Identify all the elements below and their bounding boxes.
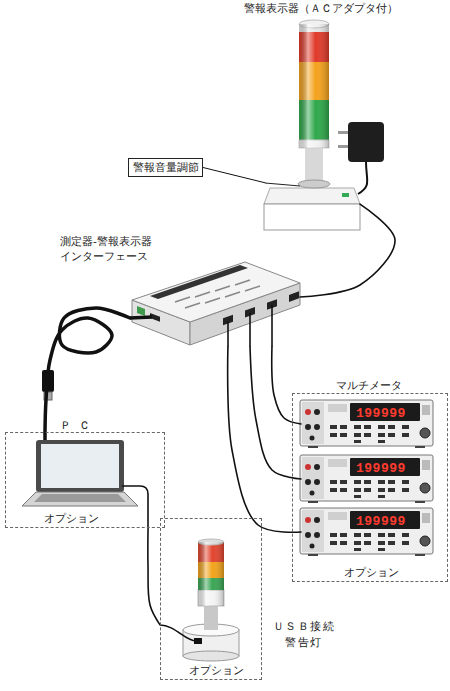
usb-light-illustration xyxy=(160,539,239,661)
device-title: 警報表示器（ＡＣアダプタ付） xyxy=(241,1,401,16)
vent-slit xyxy=(195,292,210,297)
callout-box: 警報音量調節 xyxy=(128,158,203,177)
adapter-prong xyxy=(338,131,348,134)
vent-slit xyxy=(205,298,220,303)
multimeter-group-box: マルチメータオプション199999199999199999 xyxy=(292,393,448,582)
display-reading: 199999 xyxy=(356,461,418,476)
lamp-shine xyxy=(299,24,329,148)
adapter-prong xyxy=(338,145,348,148)
tower-collar xyxy=(298,180,330,188)
display-reading: 199999 xyxy=(356,514,418,529)
option-note: オプション xyxy=(31,511,111,526)
usb-light-group-box: ＵＳＢ接続 警告灯オプション xyxy=(160,518,262,680)
laptop-screen-frame xyxy=(36,440,124,492)
vent-slit xyxy=(215,286,230,291)
multimeter-node: 199999 xyxy=(301,456,434,502)
laptop-base xyxy=(22,492,138,506)
usb-cable xyxy=(148,528,160,625)
option-note: オプション xyxy=(181,663,251,678)
vent-slit xyxy=(225,292,240,297)
usb-cable xyxy=(45,308,130,432)
tower-pole xyxy=(305,148,323,182)
cable-stub xyxy=(271,305,273,347)
callout-text: 警報音量調節 xyxy=(129,160,202,175)
tower-base-front xyxy=(264,204,360,230)
pc-group-box: ＰＣオプション xyxy=(5,432,165,528)
base-led xyxy=(342,193,349,197)
meter-cable xyxy=(272,347,301,424)
meter-cable xyxy=(228,347,301,532)
device-label: ＵＳＢ接続 警告灯 xyxy=(269,619,339,651)
multimeter-node: 199999 xyxy=(301,509,434,555)
cable-stub xyxy=(249,313,251,347)
alarm-tower-illustration xyxy=(264,20,384,230)
alarm-cable xyxy=(300,204,395,297)
adapter-cable xyxy=(358,162,367,194)
vent-slits xyxy=(175,280,260,308)
alarm-port xyxy=(289,291,299,302)
group-heading: マルチメータ xyxy=(319,378,419,393)
multimeter xyxy=(300,508,433,556)
usb-cable-stub xyxy=(130,317,152,318)
vent-slit xyxy=(235,280,250,285)
tower-base-top xyxy=(264,188,360,204)
port-cable-stubs xyxy=(228,305,272,347)
vent-slit xyxy=(175,297,190,302)
multimeter xyxy=(300,455,433,503)
interface-illustration xyxy=(130,262,300,347)
multimeter-node: 199999 xyxy=(301,401,434,447)
device-label: 測定器-警報表示器 インターフェース xyxy=(60,234,160,264)
leader-line-stub xyxy=(265,183,300,186)
interface-label-strip xyxy=(150,265,248,299)
light-pole xyxy=(204,605,218,630)
meter-cable xyxy=(250,347,301,479)
vent-slit xyxy=(245,286,260,291)
cable-stub xyxy=(227,322,229,347)
laptop-screen xyxy=(41,444,119,488)
light-base-bottom xyxy=(183,651,239,661)
terminal-block xyxy=(137,306,145,316)
cable-stub xyxy=(122,486,148,528)
interface-top-face xyxy=(132,262,300,322)
leader-line xyxy=(203,168,265,183)
laptop-keyboard xyxy=(34,494,126,502)
multimeter xyxy=(300,400,433,448)
lamp-shine xyxy=(198,542,224,606)
interface-node: 測定器-警報表示器 インターフェース xyxy=(130,255,300,347)
laptop-illustration xyxy=(22,432,148,528)
alarm-tower-node: 警報表示器（ＡＣアダプタ付） xyxy=(265,18,360,232)
vent-slit xyxy=(185,303,200,308)
ac-adapter xyxy=(348,122,384,162)
cable-stub xyxy=(160,625,196,641)
group-heading: ＰＣ xyxy=(54,418,104,433)
display-reading: 199999 xyxy=(356,406,418,421)
option-note: オプション xyxy=(321,565,421,580)
